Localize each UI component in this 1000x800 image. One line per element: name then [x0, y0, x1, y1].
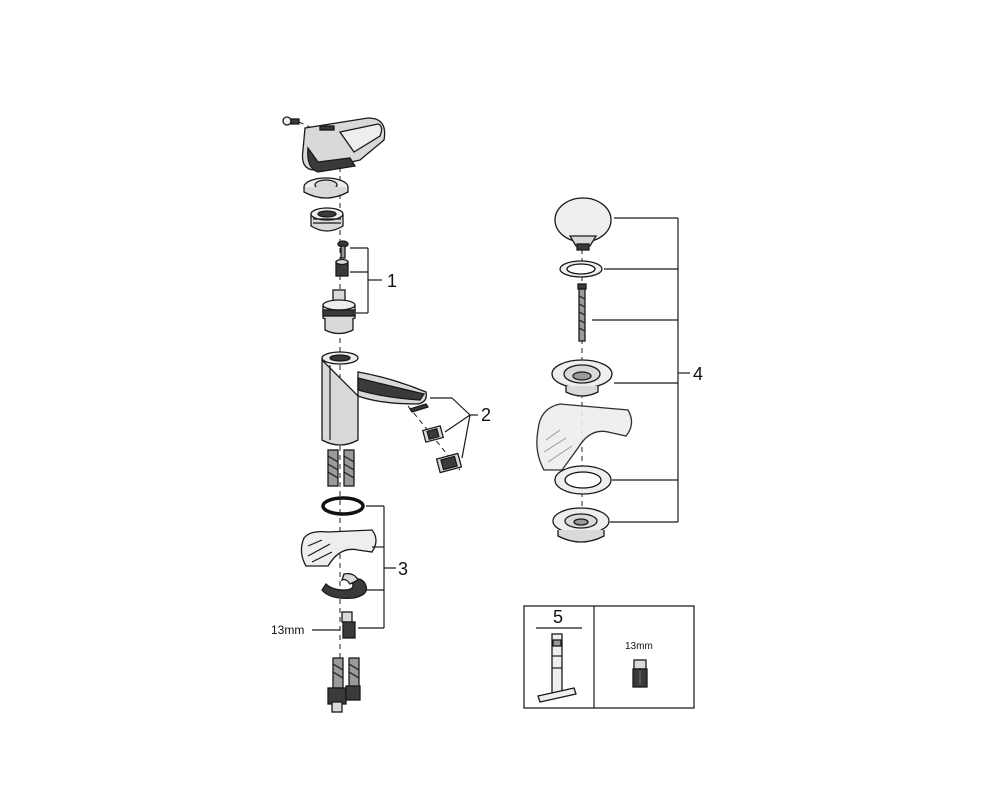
supply-hose-upper-icon — [327, 449, 355, 487]
callout-3: 3 — [398, 559, 408, 579]
supply-hose-icon — [327, 657, 361, 713]
long-bolt-icon — [577, 283, 587, 342]
aerator-icon — [407, 403, 463, 474]
callout-5: 5 — [553, 607, 563, 627]
set-screw-icon — [282, 116, 313, 129]
gasket-icon — [554, 465, 612, 495]
faucet-body-icon — [321, 351, 427, 446]
lever-handle-icon — [301, 117, 386, 173]
coupling-icon — [335, 258, 349, 277]
threaded-stud-icon — [341, 611, 356, 639]
wrench-size-label: 13mm — [271, 623, 304, 637]
small-screw-icon — [337, 240, 349, 259]
callout-2-bracket — [430, 397, 478, 459]
tool-box: 5 13mm — [523, 605, 695, 709]
cover-ring-icon — [303, 177, 349, 199]
socket-size-label: 13mm — [625, 641, 653, 652]
threaded-nut-icon — [310, 207, 344, 232]
pop-up-waste-assembly: 4 — [536, 197, 703, 545]
cartridge-icon — [322, 289, 356, 335]
ring-seal-icon — [559, 260, 603, 278]
mounting-kit-icon — [321, 572, 368, 599]
basin-section-icon — [536, 403, 633, 471]
callout-1: 1 — [387, 271, 397, 291]
callout-4: 4 — [693, 364, 703, 384]
waste-flange-icon — [551, 359, 613, 397]
callout-4-bracket — [592, 217, 690, 523]
strainer-icon — [552, 507, 610, 543]
callout-3-bracket — [358, 505, 396, 629]
o-ring-icon — [321, 496, 365, 516]
socket-wrench-icon — [632, 659, 648, 688]
faucet-assembly: 1 — [271, 116, 491, 713]
countertop-section-icon — [300, 529, 377, 567]
plug-cap-icon — [554, 197, 612, 251]
tool-key-icon — [537, 633, 577, 703]
callout-1-bracket — [350, 247, 382, 314]
callout-2: 2 — [481, 405, 491, 425]
